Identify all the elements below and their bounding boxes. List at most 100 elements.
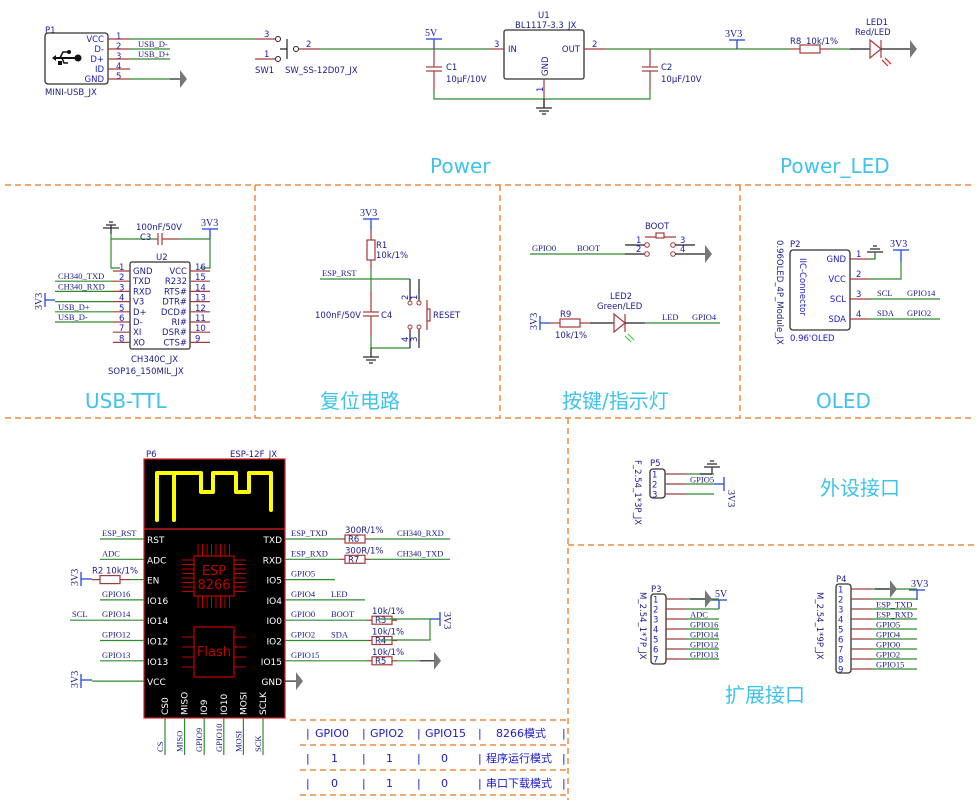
svg-text:P3: P3 bbox=[651, 585, 662, 595]
connector-p5: F_2.54_1*3P_JX P5 3V3 bbox=[632, 459, 736, 525]
svg-text:P4: P4 bbox=[836, 575, 847, 585]
pin-name: SCL bbox=[830, 295, 846, 305]
pin-name: XI bbox=[133, 328, 141, 338]
net-label: GPIO15 bbox=[291, 650, 319, 660]
svg-text:C2: C2 bbox=[661, 63, 672, 73]
table-cell: 0 bbox=[441, 752, 448, 765]
svg-text:D-: D- bbox=[94, 45, 104, 55]
pin-name: R232 bbox=[165, 277, 187, 287]
table-separator: | bbox=[417, 752, 421, 765]
pin-number: 6 bbox=[653, 646, 658, 656]
resistor-value: 300R/1% bbox=[345, 546, 383, 556]
net-label: CH340_TXD bbox=[58, 271, 104, 281]
svg-text:ESP_RST: ESP_RST bbox=[322, 268, 357, 278]
resistor-ref: R4 bbox=[375, 637, 386, 647]
esp8266-chip-icon: ESP 8266 bbox=[182, 544, 246, 608]
svg-text:RESET: RESET bbox=[433, 311, 461, 321]
svg-text:LED1: LED1 bbox=[866, 18, 888, 28]
svg-text:3V3: 3V3 bbox=[70, 671, 81, 688]
pin-name: SCLK bbox=[259, 691, 269, 715]
boot-button-circuit: BOOT 1 2 3 4 GPIO0 BOOT bbox=[530, 222, 712, 263]
svg-text:3: 3 bbox=[410, 337, 420, 342]
pin-number: 4 bbox=[856, 310, 861, 320]
net-label: GPIO5 bbox=[876, 620, 900, 630]
svg-text:IN: IN bbox=[508, 45, 517, 55]
svg-text:P6: P6 bbox=[146, 450, 157, 460]
ground-icon bbox=[536, 99, 552, 115]
pin-name: CTS# bbox=[163, 338, 187, 348]
pin-number: 7 bbox=[119, 324, 124, 334]
capacitor-c1: 5V C1 10μF/10V bbox=[425, 28, 651, 100]
pin-number: 1 bbox=[653, 596, 658, 606]
pin-name: VCC bbox=[147, 678, 166, 688]
table-separator: | bbox=[562, 777, 566, 790]
pin-number: 11 bbox=[195, 314, 206, 324]
pin-number: 4 bbox=[119, 294, 124, 304]
pin-number: 7 bbox=[653, 656, 658, 666]
svg-text:3: 3 bbox=[494, 40, 499, 50]
pin-name: IO9 bbox=[200, 699, 210, 715]
svg-text:0.96'OLED: 0.96'OLED bbox=[790, 334, 835, 344]
pin-name: RI# bbox=[171, 318, 187, 328]
svg-text:P1: P1 bbox=[45, 26, 56, 36]
pin-number: 1 bbox=[856, 250, 861, 260]
pin-name: IO10 bbox=[220, 694, 230, 715]
pin-name: GND bbox=[261, 678, 282, 688]
net-label: GPIO2 bbox=[291, 630, 315, 640]
table-separator: | bbox=[417, 777, 421, 790]
pin-name: VCC bbox=[828, 275, 846, 285]
table-separator: | bbox=[562, 752, 566, 765]
svg-text:C4: C4 bbox=[381, 311, 392, 321]
net-label: ESP_RXD bbox=[291, 548, 328, 558]
esp-bottom-pins: CS0CSMISOMISOIO9GPIO9IO10GPIO10MOSIMOSIS… bbox=[155, 691, 269, 755]
ground-icon bbox=[704, 460, 720, 474]
svg-text:Red/LED: Red/LED bbox=[855, 28, 891, 38]
pin-name: DCD# bbox=[161, 308, 187, 318]
net-label: SDA bbox=[877, 308, 895, 318]
pin-number: 9 bbox=[838, 666, 843, 676]
svg-text:BL1117-3.3_JX: BL1117-3.3_JX bbox=[515, 21, 577, 31]
pin-name: IO13 bbox=[147, 658, 168, 668]
net-label: GPIO9 bbox=[194, 728, 204, 752]
table-separator: | bbox=[478, 727, 482, 740]
svg-text:5: 5 bbox=[116, 72, 121, 82]
pin-name: RTS# bbox=[164, 287, 187, 297]
pin-name: RXD bbox=[263, 556, 282, 566]
svg-text:8266: 8266 bbox=[197, 578, 230, 593]
pin-name: VCC bbox=[169, 267, 187, 277]
net-label: GPIO2 bbox=[876, 650, 900, 660]
net-label: SDA bbox=[331, 630, 349, 640]
svg-text:GND: GND bbox=[541, 56, 551, 76]
svg-text:3V3: 3V3 bbox=[725, 29, 742, 40]
svg-text:GPIO0: GPIO0 bbox=[532, 243, 556, 253]
svg-text:2: 2 bbox=[636, 245, 641, 255]
ground-icon bbox=[890, 580, 897, 598]
power-label-5v: 5V bbox=[425, 28, 438, 39]
connector-p4: M_2.54_1*9P_JX P4 3V3 bbox=[814, 575, 928, 674]
pin-number: 9 bbox=[195, 334, 200, 344]
pin-name: IO14 bbox=[147, 617, 168, 627]
p4-pins: 123ESP_TXD4ESP_RXD5GPIO56GPIO47GPIO08GPI… bbox=[838, 580, 917, 676]
section-title-peripheral: 外设接口 bbox=[820, 476, 900, 500]
svg-text:LED: LED bbox=[662, 312, 679, 322]
table-cell: 0 bbox=[441, 777, 448, 790]
reset-circuit: 3V3 R1 10k/1% ESP_RST 100nF/50V C4 2 1 4… bbox=[315, 208, 461, 364]
net-label: GPIO12 bbox=[690, 640, 718, 650]
net-label: ESP_RXD bbox=[876, 610, 913, 620]
net-label: GPIO10 bbox=[214, 724, 224, 752]
section-title-oled: OLED bbox=[816, 389, 871, 413]
ground-icon bbox=[296, 672, 303, 691]
pin-name: IO4 bbox=[267, 597, 283, 607]
net-label: GPIO0 bbox=[291, 609, 315, 619]
pin-number: 15 bbox=[195, 273, 206, 283]
esp-power-symbols: 3V3 3V3 3V3 bbox=[70, 569, 452, 688]
svg-text:3V3: 3V3 bbox=[201, 218, 218, 229]
regulator-u1: U1 BL1117-3.3_JX 3 IN OUT 2 GND 1 bbox=[490, 11, 790, 115]
pin-name: V3 bbox=[133, 298, 144, 308]
svg-text:R1: R1 bbox=[376, 241, 387, 251]
pin-number: 6 bbox=[119, 314, 124, 324]
